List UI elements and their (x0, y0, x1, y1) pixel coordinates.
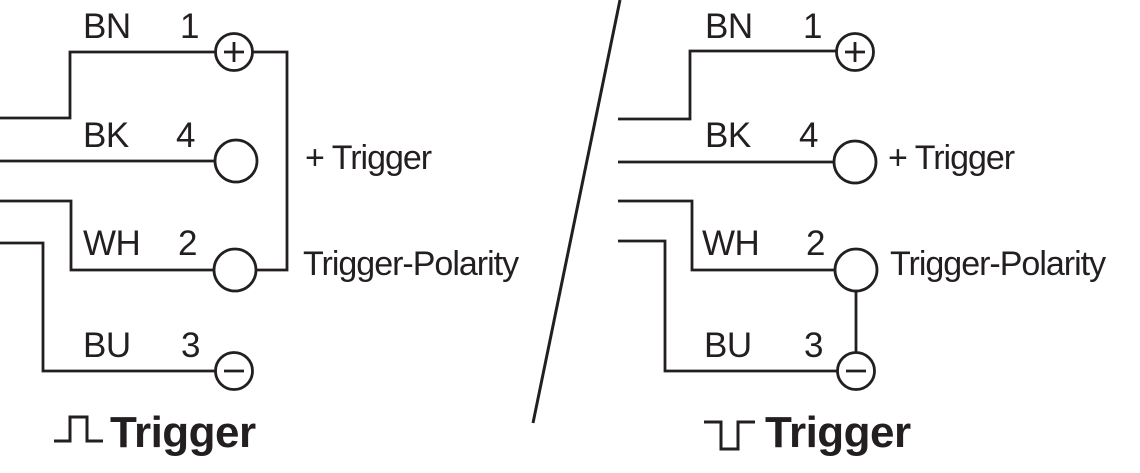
right-plus-terminal-icon (835, 32, 875, 72)
right-trigger-pulse-label: Trigger (765, 408, 911, 457)
right-minus-terminal-icon (836, 351, 876, 391)
left-wire-color-bu: BU (83, 326, 131, 365)
right-bk-terminal-circle (832, 139, 878, 185)
left-pin-number-3: 3 (181, 326, 200, 365)
right-wire-color-bu: BU (704, 326, 752, 365)
right-pin-number-3: 3 (804, 326, 823, 365)
right-pin-number-1: 1 (803, 7, 822, 46)
left-pin-number-2: 2 (178, 224, 197, 263)
left-wire-color-wh: WH (83, 224, 141, 263)
right-wire-bn-path (618, 49, 836, 121)
left-wire-color-bk: BK (83, 116, 129, 155)
left-pin-number-4: 4 (176, 116, 195, 155)
left-polarity-connector-path (252, 50, 289, 272)
left-trigger-pulse-label: Trigger (110, 408, 256, 457)
left-bk-terminal-circle (213, 138, 259, 184)
left-trigger-polarity-label: Trigger-Polarity (303, 245, 519, 283)
right-pin-number-2: 2 (806, 224, 825, 263)
right-plus-trigger-label: + Trigger (888, 139, 1015, 177)
right-wire-color-wh: WH (702, 224, 760, 263)
positive-pulse-icon (54, 415, 103, 443)
right-wire-color-bn: BN (705, 7, 753, 46)
left-pin-number-1: 1 (180, 7, 199, 46)
left-wire-color-bn: BN (83, 7, 131, 46)
left-diagram-wires (0, 32, 289, 443)
left-minus-terminal-icon (214, 351, 254, 391)
right-wh-terminal-circle (833, 247, 879, 293)
right-wire-color-bk: BK (705, 116, 751, 155)
left-wire-wh-path (0, 199, 214, 272)
right-wire-wh-path (618, 199, 835, 272)
negative-pulse-icon (704, 420, 755, 451)
right-pin-number-4: 4 (799, 116, 818, 155)
left-wire-bn-path (0, 50, 215, 120)
right-trigger-polarity-label: Trigger-Polarity (890, 245, 1106, 283)
right-wire-bu-path (618, 239, 837, 373)
left-wire-bu-path (0, 241, 215, 373)
left-plus-terminal-icon (214, 32, 254, 72)
right-diagram-wires (618, 32, 879, 451)
divider-diagonal-line (531, 0, 622, 424)
left-plus-trigger-label: + Trigger (305, 139, 432, 177)
left-wh-terminal-circle (212, 247, 258, 293)
